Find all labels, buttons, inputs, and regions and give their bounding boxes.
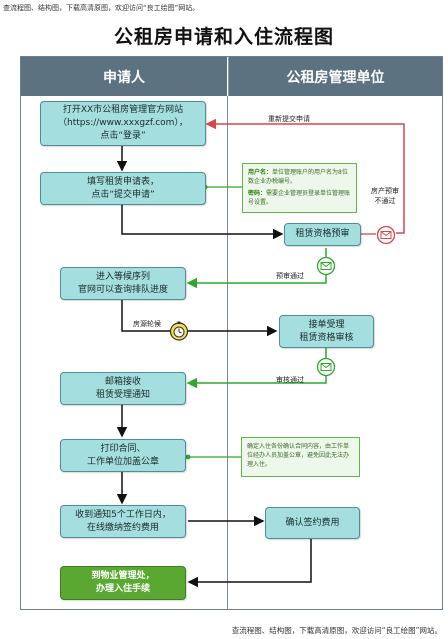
label-resubmit: 重新提交申请 [268, 115, 310, 123]
page-title: 公租房申请和入住流程图 [113, 26, 334, 48]
stopwatch-icon [169, 321, 189, 341]
lane-header-applicant: 申请人 [21, 57, 227, 96]
step-fill-application-line1: 填写租赁申请表， [86, 176, 159, 187]
step-pay-fee-line1: 收到通知5个工作日内， [75, 509, 171, 520]
step-accept-audit-line1: 接单受理 [308, 319, 345, 330]
note-account-username-text: 单位管理账户的用户名为8位数企业办税编号。 [248, 169, 348, 185]
header-note: 查流程图、结构图，下载高清原图，欢迎访问“良工绘图”网站。 [3, 4, 200, 12]
note-account-username-label: 用户名： [248, 169, 273, 176]
step-check-in-line2: 办理入住手续 [95, 584, 150, 594]
step-print-contract-line1: 打印合同、 [100, 443, 146, 454]
note-contract-text: 确定入住各份确认合同内容，由工作单位经办人员加盖公章，避免因此无法办理入住。 [247, 443, 350, 468]
step-accept-audit: 接单受理 租赁资格审核 [279, 315, 374, 348]
envelope-icon [316, 256, 336, 276]
step-pay-fee-line2: 在线缴纳签约费用 [86, 522, 159, 533]
step-queue: 进入等候序列 官网可以查询排队进度 [60, 267, 186, 300]
edge-confirm-final [187, 539, 312, 588]
step-open-website-line1: 打开XX市公租房管理官方网站 [62, 105, 184, 115]
step-pre-review: 租赁资格预审 [284, 223, 361, 246]
step-confirm-fee: 确认签约费用 [265, 507, 360, 539]
note-account-password-text: 需要企业管理员登录单位管理账号设置。 [248, 190, 351, 206]
swimlane-frame [20, 56, 443, 610]
step-open-website: 打开XX市公租房管理官方网站 （https://www.xxxgzf.com），… [40, 101, 206, 146]
label-not-pass-line1: 房产预审 [371, 187, 399, 195]
step-confirm-fee-label: 确认签约费用 [285, 517, 340, 528]
step-fill-application-line2: 点击“提交申请” [91, 189, 155, 200]
step-receive-notice-line2: 租赁受理通知 [95, 389, 150, 400]
label-not-pass-line2: 不通过 [374, 197, 396, 205]
note-account-password-label: 密码： [248, 190, 267, 197]
edge-accept-notice [186, 348, 327, 389]
envelope-icon [376, 225, 396, 245]
step-fill-application: 填写租赁申请表， 点击“提交申请” [40, 172, 206, 205]
note-contract: 确定入住各份确认合同内容，由工作单位经办人员加盖公章，避免因此无法办理入住。 [241, 437, 360, 477]
lane-header-management: 公租房管理单位 [228, 57, 442, 96]
label-rotation: 房源轮候 [133, 320, 161, 328]
label-audit-pass: 审核通过 [276, 376, 304, 384]
label-pre-pass: 预审通过 [276, 272, 304, 280]
step-queue-line2: 官网可以查询排队进度 [77, 284, 168, 295]
edge-review-queue [186, 248, 327, 289]
step-print-contract: 打印合同、 工作单位加盖公章 [60, 439, 186, 472]
step-pay-fee: 收到通知5个工作日内， 在线缴纳签约费用 [60, 505, 186, 538]
envelope-icon [316, 357, 336, 377]
step-check-in: 到物业管理处， 办理入住手续 [60, 566, 186, 600]
step-open-website-line3: 点击“登录” [100, 131, 146, 141]
step-receive-notice-line1: 邮箱接收 [104, 376, 141, 387]
edge-queue-accept [121, 300, 278, 337]
label-not-pass: 房产预审 不通过 [371, 186, 399, 206]
lane-divider [227, 96, 228, 609]
note-account: 用户名：单位管理账户的用户名为8位数企业办税编号。 密码：需要企业管理员登录单位… [242, 163, 357, 213]
footer-note: 查流程图、结构图，下载高清原图，欢迎访问“良工绘图”网站。 [231, 626, 442, 635]
step-pre-review-label: 租赁资格预审 [295, 229, 350, 239]
step-accept-audit-line2: 租赁资格审核 [299, 332, 354, 343]
step-queue-line1: 进入等候序列 [95, 271, 150, 282]
step-open-website-line2: （https://www.xxxgzf.com）， [58, 118, 188, 128]
step-receive-notice: 邮箱接收 租赁受理通知 [60, 372, 186, 405]
edge-step2-review [121, 205, 284, 240]
step-print-contract-line2: 工作单位加盖公章 [86, 456, 159, 467]
edge-reject-step1 [205, 118, 405, 234]
step-check-in-line1: 到物业管理处， [91, 571, 155, 581]
